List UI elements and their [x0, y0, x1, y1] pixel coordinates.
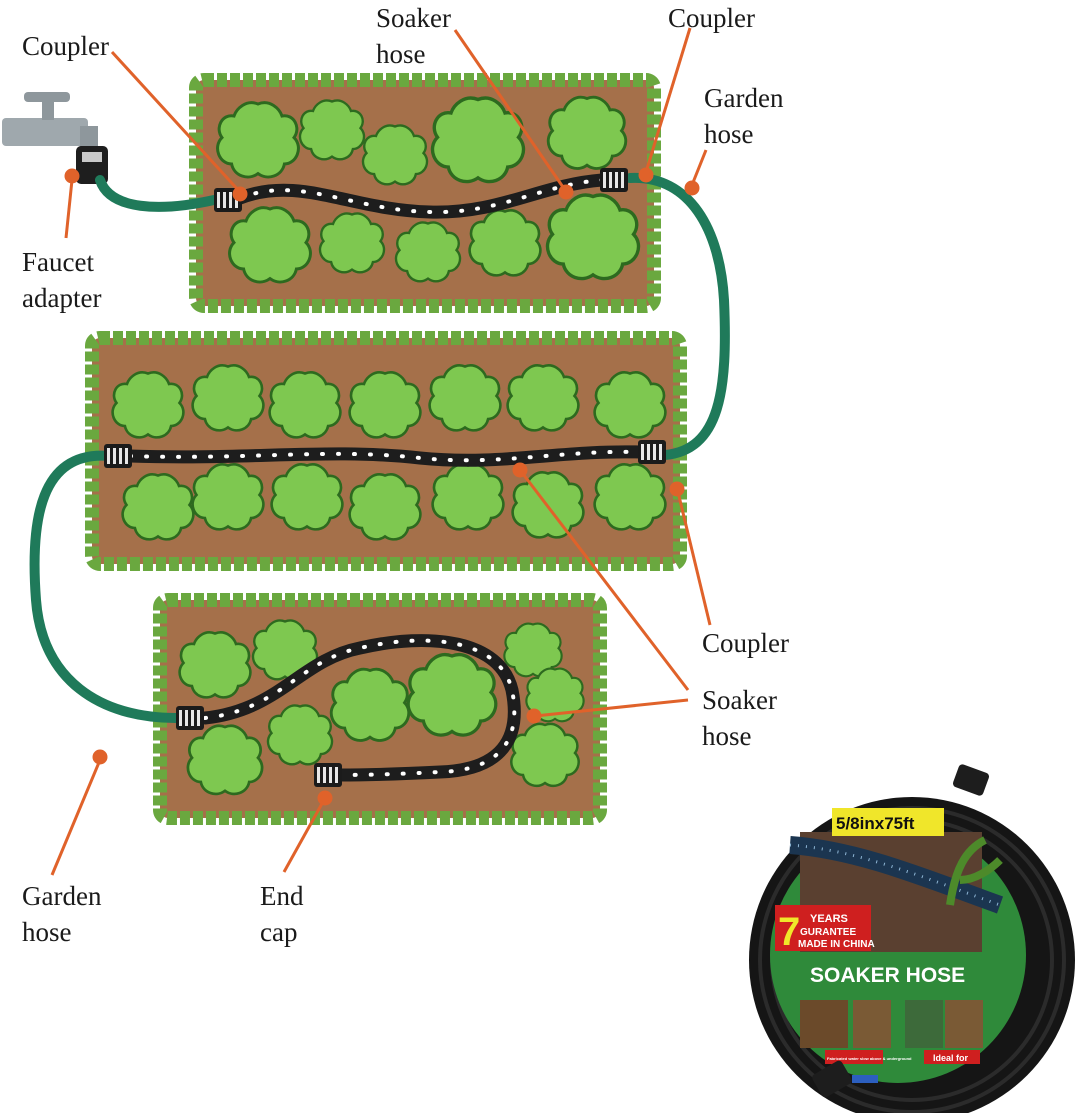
garden-bed-1: [189, 73, 661, 313]
product-made-in: MADE IN CHINA: [798, 939, 875, 950]
product-caption-right: Ideal for: [933, 1053, 969, 1063]
guarantee-badge: [775, 905, 871, 951]
product-coil: [749, 764, 1075, 1113]
label-coupler-top-left: Coupler: [22, 31, 109, 61]
garden-hoses: [29, 172, 730, 723]
end-cap-icon: [314, 763, 342, 787]
label-coupler-mid-right: Coupler: [702, 628, 789, 658]
label-coupler-top-right: Coupler: [668, 3, 755, 33]
product-years-num: 7: [778, 910, 800, 954]
faucet-icon: [2, 92, 108, 184]
product-years-word: YEARS: [810, 913, 848, 925]
leader-lines: [50, 27, 712, 876]
soaker-hoses: [123, 173, 647, 782]
product-guarantee: GURANTEE: [800, 927, 856, 938]
product-caption-left: Fabricated water slow above & undergroun…: [827, 1056, 912, 1061]
size-banner: [832, 808, 944, 836]
product-size: 5/8inx75ft: [836, 814, 915, 833]
product-text: 5/8inx75ft 7 YEARS GURANTEE MADE IN CHIN…: [778, 814, 969, 1063]
product-name: SOAKER HOSE: [810, 964, 965, 987]
